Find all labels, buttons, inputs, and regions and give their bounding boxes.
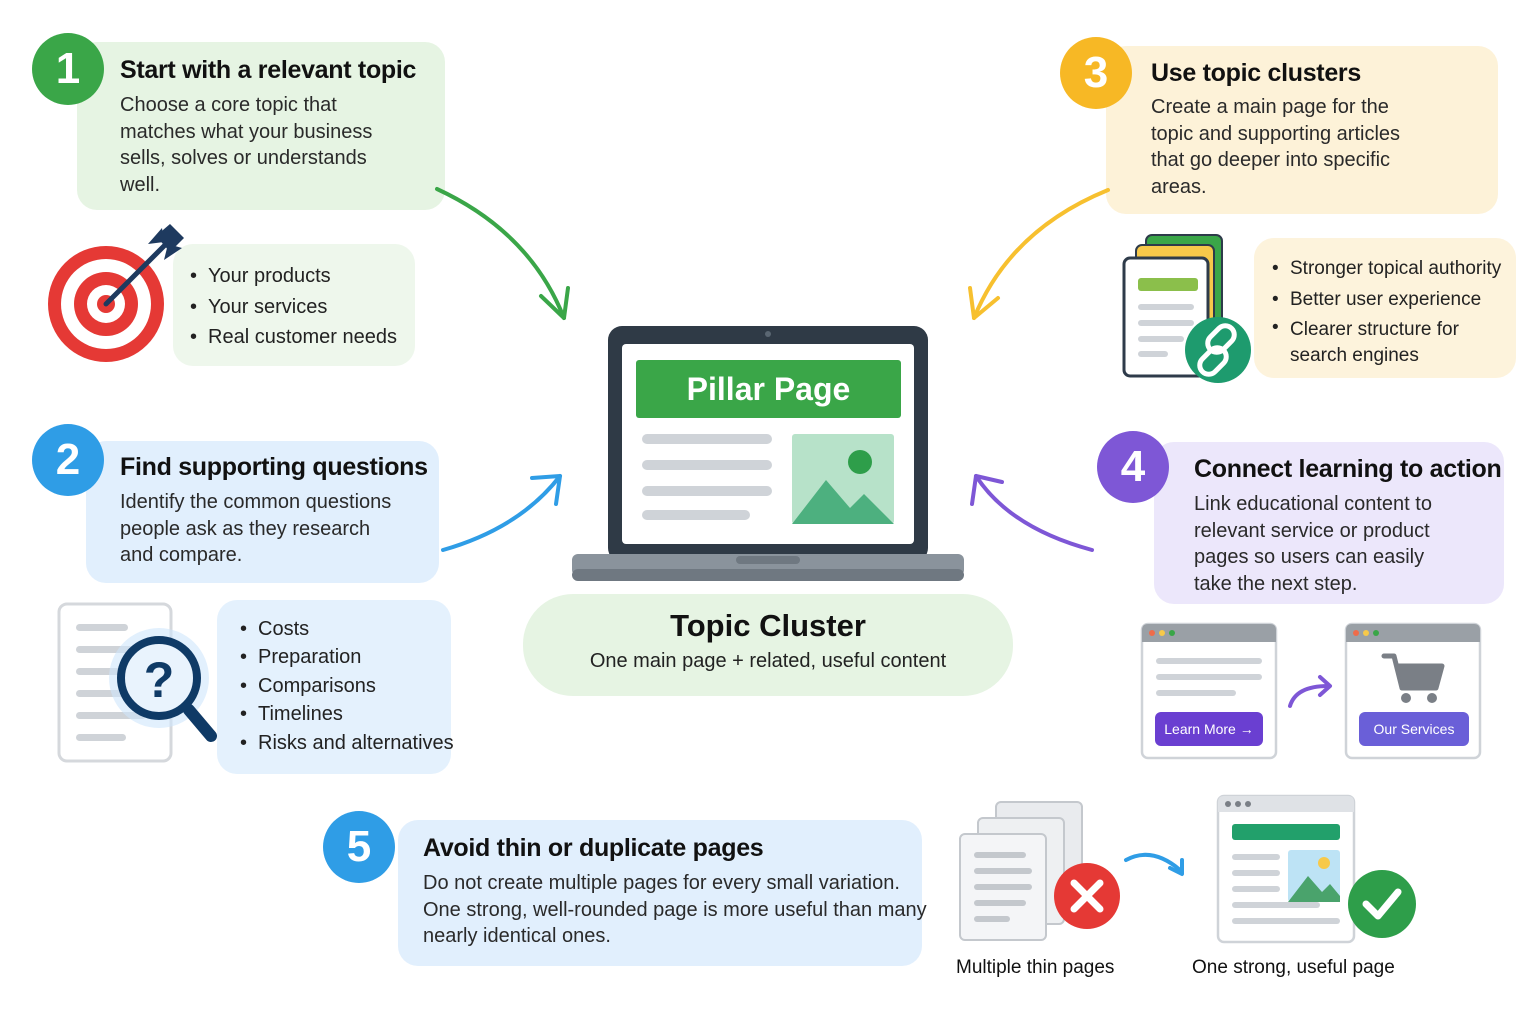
step1-card <box>77 42 445 210</box>
multiple-thin-pages-label: Multiple thin pages <box>956 957 1115 978</box>
magnifier-question-icon: ? <box>57 602 217 763</box>
step2-bullet-list: Costs Preparation Comparisons Timelines … <box>240 615 454 757</box>
list-item: Risks and alternatives <box>240 729 454 758</box>
arrow-right-icon <box>1124 852 1184 876</box>
stacked-pages-link-icon <box>1122 234 1251 383</box>
step4-description: Link educational content to relevant ser… <box>1194 493 1432 595</box>
step3-card <box>1106 46 1498 214</box>
step5-title: Avoid thin or duplicate pages <box>423 834 764 862</box>
step5-card <box>398 820 922 966</box>
list-item: Stronger topical authority <box>1272 254 1501 285</box>
topic-cluster-card <box>523 594 1013 696</box>
list-item: Real customer needs <box>190 322 397 353</box>
svg-text:?: ? <box>144 652 175 708</box>
step2-title: Find supporting questions <box>120 453 428 481</box>
step4-title: Connect learning to action <box>1194 455 1502 483</box>
strong-page-check-icon <box>1216 794 1416 944</box>
arrow-step2 <box>441 474 562 552</box>
list-item: Your products <box>190 261 397 292</box>
list-item: Better user experience <box>1272 285 1501 316</box>
step1-title: Start with a relevant topic <box>120 56 417 84</box>
step1-bullet-list: Your products Your services Real custome… <box>190 261 397 353</box>
our-services-button[interactable]: Our Services <box>1359 712 1469 746</box>
topic-cluster-title: Topic Cluster <box>670 608 866 643</box>
step5-number-badge: 5 <box>323 811 395 883</box>
thin-pages-cross-icon <box>959 801 1120 941</box>
learn-more-button[interactable]: Learn More → <box>1155 712 1263 746</box>
list-item: Preparation <box>240 643 454 672</box>
step1-number-badge: 1 <box>32 33 104 105</box>
step2-number-badge: 2 <box>32 424 104 496</box>
list-item: Timelines <box>240 700 454 729</box>
topic-cluster-subtitle: One main page + related, useful content <box>589 650 947 672</box>
step5-description: Do not create multiple pages for every s… <box>423 872 927 947</box>
step4-card <box>1154 442 1504 604</box>
step1-description: Choose a core topic that matches what yo… <box>120 94 373 196</box>
target-arrow-icon <box>48 224 184 362</box>
list-item: Your services <box>190 292 397 323</box>
step3-bullet-list: Stronger topical authority Better user e… <box>1272 254 1501 369</box>
step2-card <box>86 441 439 583</box>
list-item: Comparisons <box>240 672 454 701</box>
step3-number-badge: 3 <box>1060 37 1132 109</box>
pillar-page-banner: Pillar Page <box>636 360 901 418</box>
arrow-step4 <box>970 474 1094 552</box>
list-item: Costs <box>240 615 454 644</box>
step4-number-badge: 4 <box>1097 431 1169 503</box>
step3-description: Create a main page for the topic and sup… <box>1151 96 1401 198</box>
step2-description: Identify the common questions people ask… <box>120 491 392 566</box>
one-strong-page-label: One strong, useful page <box>1192 957 1395 978</box>
arrow-right-icon <box>1288 675 1332 708</box>
pillar-page-label: Pillar Page <box>686 370 851 407</box>
step3-title: Use topic clusters <box>1151 59 1361 87</box>
arrow-step3 <box>968 188 1110 320</box>
arrow-step1 <box>435 187 570 320</box>
